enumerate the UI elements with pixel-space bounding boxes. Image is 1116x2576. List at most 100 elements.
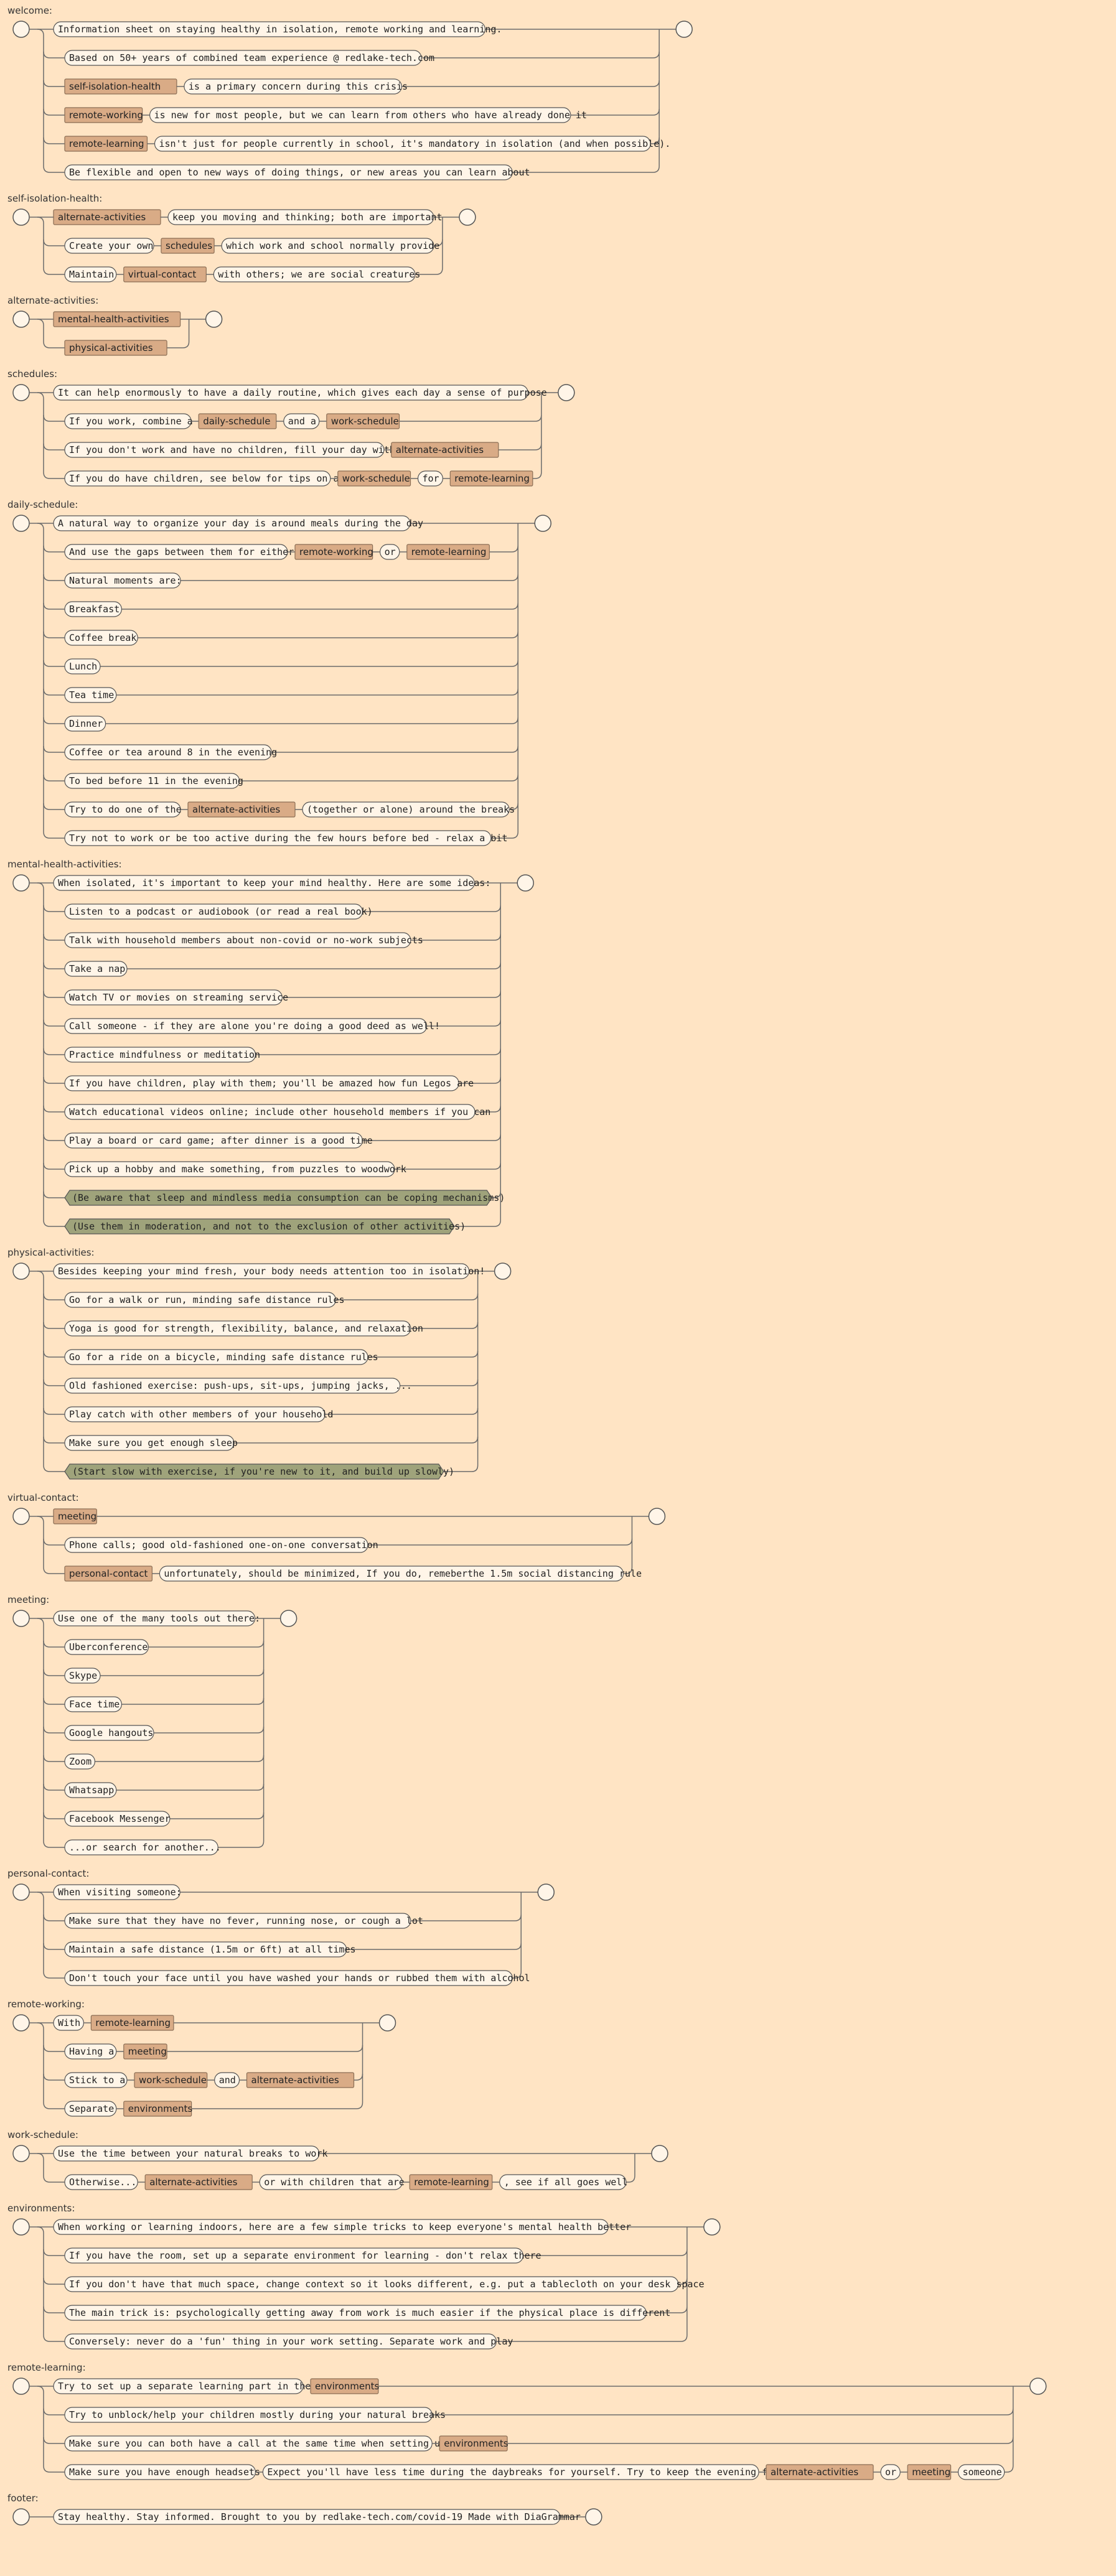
rule-work-schedule: work-schedule:Use the time between your … (7, 2129, 668, 2190)
rule-personal-contact: personal-contact:When visiting someone:M… (7, 1868, 555, 1986)
terminal-label: The main trick is: psychologically getti… (69, 2307, 670, 2318)
rule-name: self-isolation-health: (7, 193, 102, 204)
terminal-label: Be flexible and open to new ways of doin… (69, 167, 530, 178)
nonterminal-label: personal-contact (69, 1568, 148, 1579)
terminal (167, 209, 434, 225)
terminal (64, 601, 123, 617)
terminal (64, 2247, 524, 2264)
rule-mental-health-activities: mental-health-activities:When isolated, … (7, 859, 534, 1234)
terminal (64, 1320, 411, 1337)
terminal-label: or with children that are (264, 2177, 405, 2188)
terminal (64, 744, 272, 760)
nonterminal-label: meeting (128, 2046, 167, 2057)
special-sequence-label: (Start slow with exercise, if you're new… (72, 1466, 454, 1477)
nonterminal-meeting[interactable] (123, 2043, 167, 2060)
terminal-label: and (219, 2074, 236, 2086)
terminal (302, 801, 510, 818)
nonterminal-remote-learning[interactable] (90, 2015, 174, 2031)
nonterminal-label: remote-working (69, 110, 143, 121)
terminal-label: Go for a walk or run, minding safe dista… (69, 1294, 345, 1305)
rule-name: meeting: (7, 1594, 49, 1605)
terminal-label: Yoga is good for strength, flexibility, … (69, 1323, 423, 1334)
rule-daily-schedule: daily-schedule:A natural way to organize… (7, 499, 551, 846)
terminal-label: Take a nap (69, 963, 125, 974)
terminal-label: Practice mindfulness or meditation (69, 1049, 260, 1060)
nonterminal-remote-learning[interactable] (406, 544, 490, 560)
terminal-label: Play a board or card game; after dinner … (69, 1135, 373, 1146)
terminal (64, 1161, 395, 1177)
terminal-label: Natural moments are: (69, 575, 182, 586)
nonterminal-work-schedule[interactable] (326, 413, 400, 429)
start-terminal (12, 2145, 30, 2162)
start-terminal (12, 1262, 30, 1280)
terminal (64, 572, 181, 589)
end-terminal (1029, 2378, 1047, 2395)
start-terminal (12, 1883, 30, 1901)
nonterminal-label: alternate-activities (192, 804, 280, 815)
start-terminal (12, 21, 30, 38)
terminal (53, 1263, 470, 1279)
terminal-label: Coffee or tea around 8 in the evening (69, 747, 277, 758)
rule-name: footer: (7, 2493, 39, 2504)
rule-name: remote-learning: (7, 2362, 86, 2373)
nonterminal-environments[interactable] (123, 2101, 192, 2117)
terminal-label: Create your own (69, 240, 153, 251)
rule-name: remote-working: (7, 1999, 85, 2010)
nonterminal-label: alternate-activities (58, 212, 146, 223)
terminal (64, 1811, 171, 1827)
nonterminal-meeting[interactable] (53, 1508, 97, 1524)
nonterminal-label: meeting (58, 1511, 96, 1522)
nonterminal-alternate-activities[interactable] (246, 2072, 355, 2088)
terminal-label: is new for most people, but we can learn… (154, 110, 587, 121)
rule-self-isolation-health: self-isolation-health: alternate-activiti… (7, 193, 476, 282)
terminal (64, 50, 422, 66)
terminal-label: , see if all goes well (504, 2177, 628, 2188)
terminal-label: Google hangouts (69, 1727, 153, 1738)
start-terminal (12, 2508, 30, 2526)
terminal-label: Information sheet on staying healthy in … (58, 24, 502, 35)
terminal (64, 903, 363, 920)
nonterminal-label: schedules (166, 240, 212, 251)
rule-name: mental-health-activities: (7, 859, 122, 870)
rule-alternate-activities: alternate-activities:mental-health-activ… (7, 295, 223, 356)
rule-physical-activities: physical-activities:Besides keeping your… (7, 1247, 512, 1480)
nonterminal-mental-health-activities[interactable] (53, 311, 181, 327)
special-sequence (64, 1463, 444, 1480)
terminal (53, 21, 486, 37)
terminal (159, 1566, 624, 1582)
end-terminal (558, 384, 575, 401)
terminal (64, 1970, 513, 1986)
terminal-label: unfortunately, should be minimized, If y… (164, 1568, 642, 1579)
nonterminal-physical-activities[interactable] (64, 340, 167, 356)
terminal (64, 2276, 679, 2292)
nonterminal-alternate-activities[interactable] (391, 442, 499, 458)
end-terminal (648, 1508, 666, 1525)
terminal-label: Watch TV or movies on streaming service (69, 992, 288, 1003)
nonterminal-remote-learning[interactable] (449, 470, 533, 487)
terminal (53, 1884, 181, 1900)
terminal-label: Listen to a podcast or audiobook (or rea… (69, 906, 373, 917)
nonterminal-label: alternate-activities (771, 2466, 858, 2478)
terminal (53, 875, 475, 891)
terminal (64, 2333, 497, 2350)
terminal-label: Pick up a hobby and make something, from… (69, 1164, 406, 1175)
nonterminal-environments[interactable] (310, 2378, 379, 2394)
terminal (64, 1292, 336, 1308)
rule-name: alternate-activities: (7, 295, 98, 306)
terminal (64, 1378, 401, 1394)
terminal (53, 2219, 609, 2235)
terminal-label: Don't touch your face until you have was… (69, 1972, 530, 1984)
nonterminal-label: physical-activities (69, 342, 153, 353)
terminal-label: Otherwise... (69, 2177, 136, 2188)
nonterminal-environments[interactable] (439, 2435, 508, 2452)
terminal-label: Make sure that they have no fever, runni… (69, 1915, 423, 1926)
terminal-label: Play catch with other members of your ho… (69, 1409, 333, 1420)
terminal-label: With (58, 2017, 80, 2028)
rule-name: physical-activities: (7, 1247, 95, 1258)
terminal-label: Call someone - if they are alone you're … (69, 1020, 440, 1032)
terminal-label: Expect you'll have less time during the … (267, 2466, 779, 2478)
terminal-label: Try not to work or be too active during … (69, 833, 507, 844)
terminal (499, 2174, 627, 2190)
nonterminal-label: remote-learning (454, 473, 530, 484)
